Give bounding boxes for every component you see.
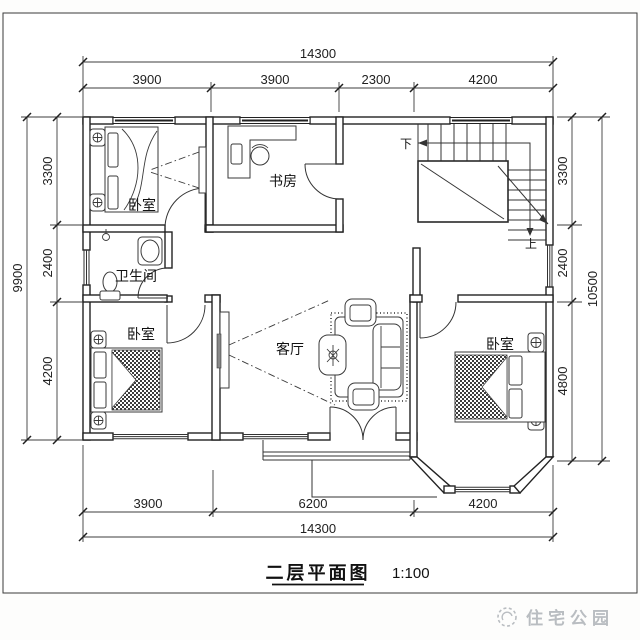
balcony: [262, 440, 437, 498]
window-bottom-living: [243, 434, 308, 440]
room-labels: 卧室 书房 卫生间 客厅 卧室 卧室: [115, 173, 514, 357]
door-study: [304, 163, 341, 200]
doors: [137, 163, 457, 441]
room-label-bedroom-top-left: 卧室: [128, 197, 156, 213]
dim-right-seg-2: 2400: [555, 249, 570, 278]
window-top-bedroom1: [112, 117, 176, 124]
room-label-bedroom-bottom-right: 卧室: [486, 336, 514, 352]
bed-symbol-bedroom1: [89, 126, 159, 213]
tv-symbol-living: [216, 299, 336, 406]
dim-right-seg-1: 3300: [555, 157, 570, 186]
window-bottom-bedroom2: [113, 434, 188, 440]
dim-right-seg-3: 4800: [555, 367, 570, 396]
door-bedroom1: [164, 187, 206, 229]
dim-top-overall: 14300: [300, 46, 336, 61]
dim-left-overall: 9900: [10, 264, 25, 293]
dim-bottom-seg-2: 6200: [299, 496, 328, 511]
dim-top-seg-2: 3900: [261, 72, 290, 87]
sofa-set-living: [318, 298, 408, 411]
bed-symbol-bedroom3: [454, 332, 546, 431]
bed-symbol-bedroom2: [90, 330, 163, 430]
stair-up-label: 上: [525, 237, 537, 251]
watermark-logo-icon: [497, 607, 517, 627]
stair-down-label: 下: [400, 137, 412, 151]
watermark: 住宅公园: [497, 607, 614, 628]
dim-bottom-seg-1: 3900: [134, 496, 163, 511]
dim-left-seg-2: 2400: [40, 249, 55, 278]
tv-symbol-bedroom1: [149, 146, 207, 194]
staircase: 下 上: [400, 124, 549, 251]
room-label-living: 客厅: [276, 341, 304, 357]
door-bedroom2: [166, 304, 206, 344]
dimension-top: 14300 3900 3900 2300 4200: [78, 46, 558, 117]
room-label-bedroom-bottom-left: 卧室: [127, 326, 155, 342]
dim-left-seg-1: 3300: [40, 157, 55, 186]
window-bay-bedroom3: [455, 486, 510, 493]
door-french-balcony: [329, 406, 397, 441]
dim-bottom-overall: 14300: [300, 521, 336, 536]
dim-bottom-seg-3: 4200: [469, 496, 498, 511]
dimension-left: 9900 3300 2400 4200: [10, 112, 83, 445]
dim-top-seg-4: 4200: [469, 72, 498, 87]
watermark-text: 住宅公园: [526, 608, 614, 628]
window-top-stairs: [449, 117, 513, 124]
dimension-right: 3300 2400 4800 10500: [555, 112, 610, 466]
dimension-bottom: 3900 6200 4200 14300: [78, 445, 558, 542]
drawing-title: 二层平面图 1:100: [266, 563, 430, 586]
sheet-border: [2, 12, 638, 594]
desk-symbol-study: [227, 125, 297, 179]
window-right-hall: [547, 245, 553, 287]
dim-top-seg-3: 2300: [362, 72, 391, 87]
window-top-study: [239, 117, 311, 124]
room-label-bathroom: 卫生间: [115, 268, 157, 284]
dim-left-seg-3: 4200: [40, 357, 55, 386]
door-bedroom3: [419, 301, 457, 339]
door-bathroom: [137, 267, 169, 299]
window-left-bathroom: [83, 250, 90, 285]
title-scale: 1:100: [392, 565, 430, 582]
room-label-study: 书房: [269, 173, 297, 189]
title-text: 二层平面图: [266, 563, 371, 583]
dim-right-overall: 10500: [585, 271, 600, 307]
bathroom-fixtures: [99, 229, 163, 301]
windows: [83, 117, 553, 493]
dim-top-seg-1: 3900: [133, 72, 162, 87]
